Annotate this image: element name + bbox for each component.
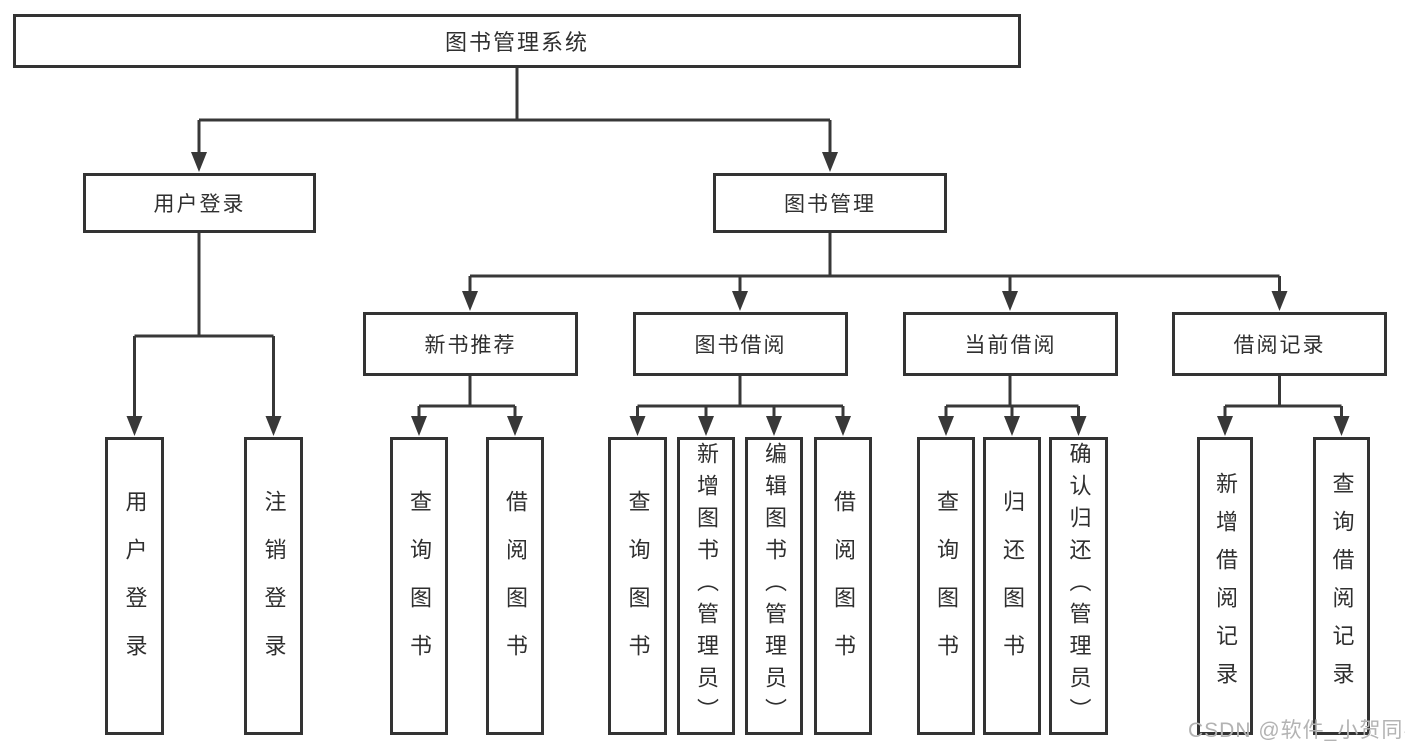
leaf-edit-book-admin-label: 编辑图书（管理员） — [762, 442, 787, 730]
node-book-borrow: 图书借阅 — [633, 312, 848, 376]
leaf-add-borrow-record-label: 新增借阅记录 — [1213, 472, 1238, 700]
edge-root-to-level2 — [191, 68, 838, 172]
edge-new-book-recommend-children — [411, 376, 523, 436]
node-new-book-recommend: 新书推荐 — [363, 312, 578, 376]
leaf-query-books-current-label: 查询图书 — [934, 490, 959, 682]
leaf-query-books-borrow-label: 查询图书 — [625, 490, 651, 682]
node-borrow-records-label: 借阅记录 — [1233, 334, 1326, 357]
leaf-edit-book-admin: 编辑图书（管理员） — [745, 437, 803, 735]
leaf-return-book: 归还图书 — [983, 437, 1041, 735]
leaf-query-borrow-record: 查询借阅记录 — [1313, 437, 1370, 735]
arrow-down-icon — [732, 291, 748, 311]
arrow-down-icon — [1002, 291, 1018, 311]
leaf-borrow-books-recommend: 借阅图书 — [486, 437, 544, 735]
leaf-return-book-label: 归还图书 — [1000, 490, 1025, 682]
arrow-down-icon — [1217, 416, 1233, 436]
node-root: 图书管理系统 — [13, 14, 1021, 68]
arrow-down-icon — [1333, 416, 1350, 436]
edge-book-borrow-children — [629, 376, 851, 436]
edge-current-borrow-children — [938, 376, 1087, 436]
leaf-add-book-admin: 新增图书（管理员） — [677, 437, 735, 735]
arrow-down-icon — [629, 416, 646, 436]
arrow-down-icon — [126, 416, 143, 436]
node-current-borrow: 当前借阅 — [903, 312, 1118, 376]
arrow-down-icon — [507, 416, 523, 436]
leaf-query-borrow-record-label: 查询借阅记录 — [1329, 472, 1355, 700]
leaf-add-borrow-record: 新增借阅记录 — [1197, 437, 1253, 735]
node-borrow-records: 借阅记录 — [1172, 312, 1387, 376]
leaf-confirm-return-admin: 确认归还（管理员） — [1049, 437, 1108, 735]
leaf-borrow-books-recommend-label: 借阅图书 — [503, 490, 528, 682]
arrow-down-icon — [766, 416, 782, 436]
leaf-add-book-admin-label: 新增图书（管理员） — [694, 442, 719, 730]
node-user-login: 用户登录 — [83, 173, 316, 233]
arrow-down-icon — [822, 152, 838, 172]
node-book-management-label: 图书管理 — [784, 193, 876, 216]
arrow-down-icon — [835, 416, 851, 436]
leaf-query-books-recommend: 查询图书 — [390, 437, 448, 735]
node-user-login-label: 用户登录 — [153, 193, 246, 216]
arrow-down-icon — [938, 416, 954, 436]
arrow-down-icon — [1271, 291, 1288, 311]
leaf-confirm-return-admin-label: 确认归还（管理员） — [1066, 442, 1092, 730]
node-current-borrow-label: 当前借阅 — [964, 334, 1057, 357]
leaf-query-books-recommend-label: 查询图书 — [407, 490, 432, 682]
edge-book-management-to-level3 — [462, 233, 1288, 311]
leaf-borrow-books-label: 借阅图书 — [831, 490, 856, 682]
leaf-user-login: 用户登录 — [105, 437, 164, 735]
csdn-watermark: CSDN @软件_小贺同学 — [1188, 719, 1405, 742]
leaf-user-login-label: 用户登录 — [122, 490, 148, 682]
arrow-down-icon — [698, 416, 714, 436]
leaf-borrow-books: 借阅图书 — [814, 437, 872, 735]
leaf-logout: 注销登录 — [244, 437, 303, 735]
node-root-label: 图书管理系统 — [444, 30, 589, 55]
arrow-down-icon — [191, 152, 207, 172]
arrow-down-icon — [411, 416, 427, 436]
arrow-down-icon — [1070, 416, 1087, 436]
node-book-borrow-label: 图书借阅 — [694, 334, 787, 357]
arrow-down-icon — [265, 416, 282, 436]
leaf-logout-label: 注销登录 — [261, 490, 287, 682]
node-new-book-recommend-label: 新书推荐 — [424, 334, 517, 357]
edge-borrow-records-children — [1217, 376, 1350, 436]
leaf-query-books-current: 查询图书 — [917, 437, 975, 735]
edge-user-login-children — [126, 233, 282, 436]
arrow-down-icon — [1004, 416, 1020, 436]
node-book-management: 图书管理 — [713, 173, 947, 233]
arrow-down-icon — [462, 291, 478, 311]
leaf-query-books-borrow: 查询图书 — [608, 437, 667, 735]
